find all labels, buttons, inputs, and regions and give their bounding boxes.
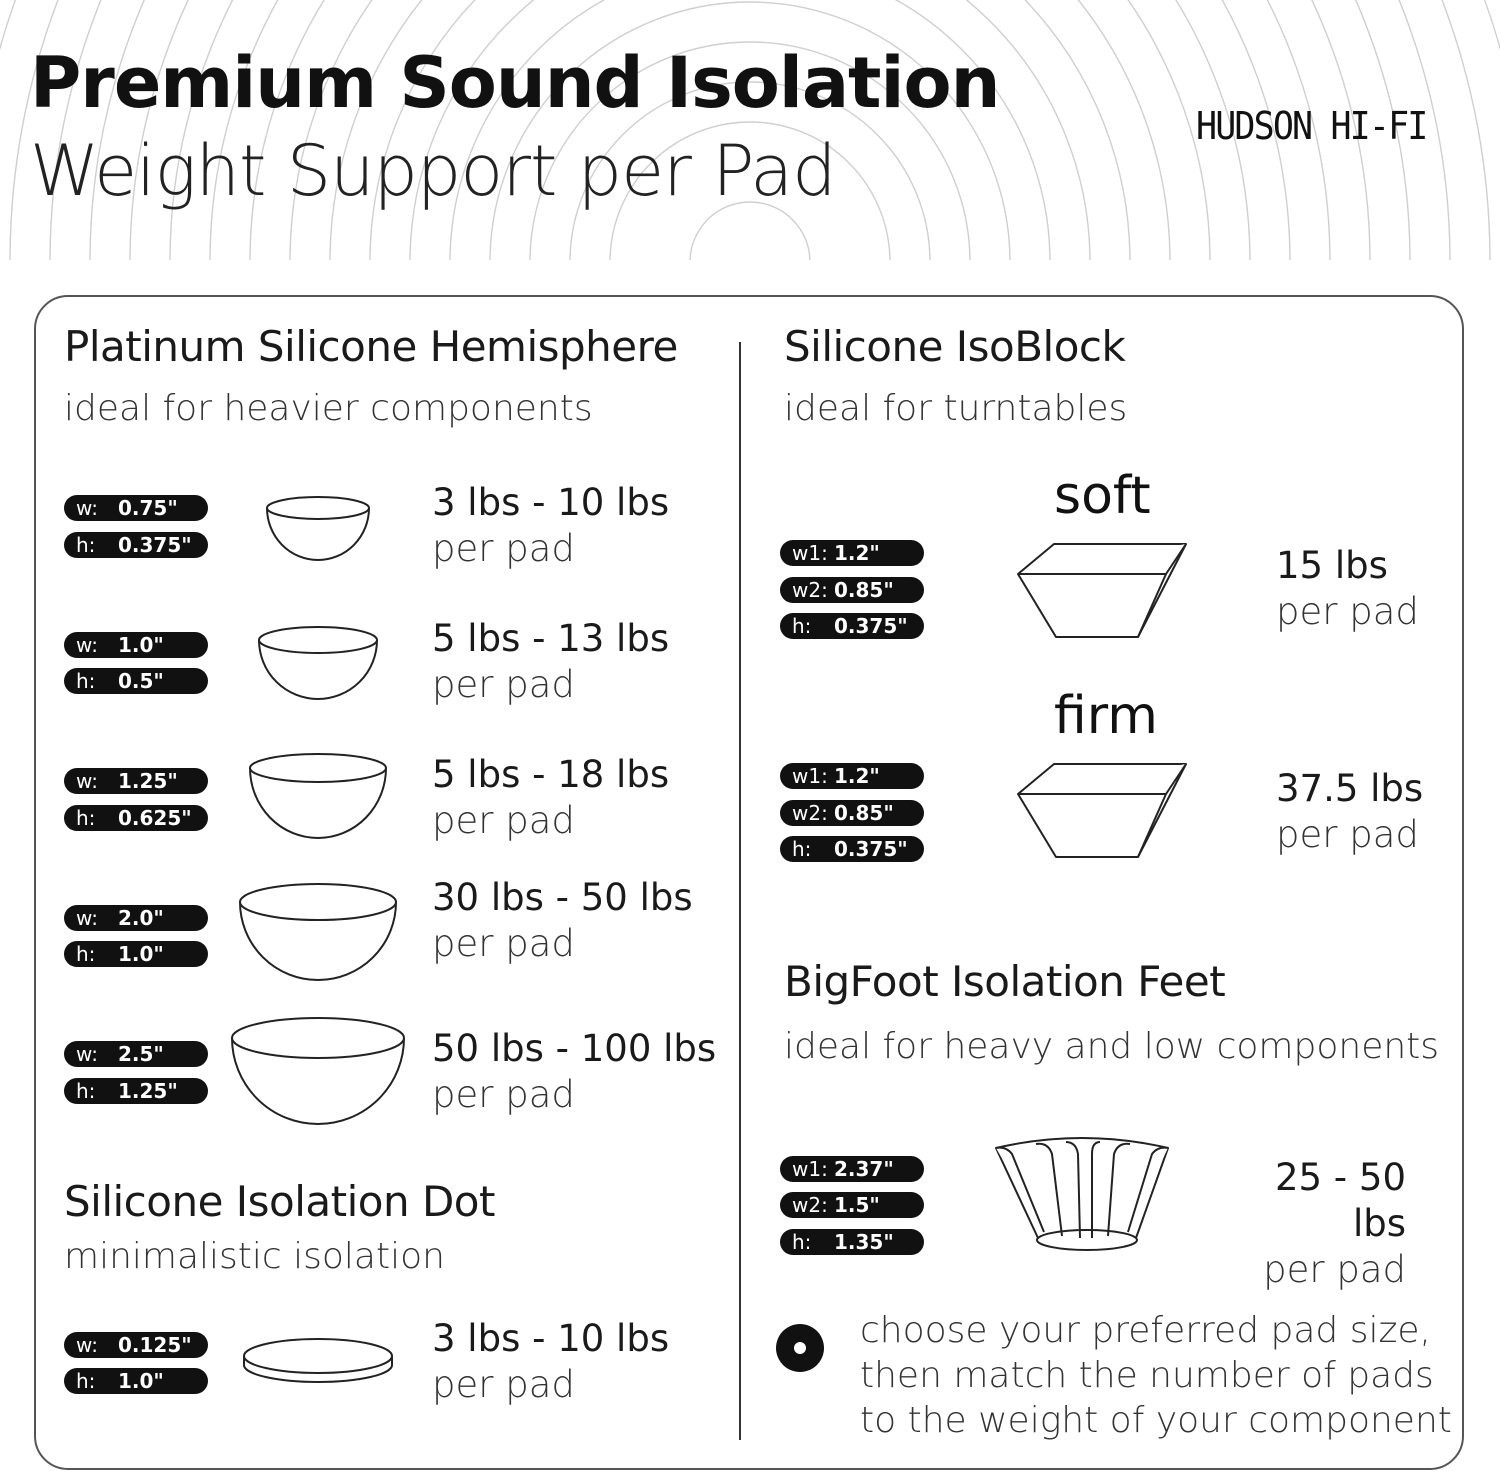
hemisphere-subtitle: ideal for heavier components [64, 388, 593, 429]
dimension-height-badge: h:1.35" [780, 1229, 924, 1255]
vinyl-record-icon [776, 1324, 824, 1372]
dimension-height-badge: h:0.375" [64, 532, 208, 558]
dimension-height-badge: h:0.625" [64, 805, 208, 831]
dimension-width-badge: w:2.0" [64, 905, 208, 931]
dimension-w1-badge: w1:1.2" [780, 763, 924, 789]
sizing-note: choose your preferred pad size, then mat… [860, 1310, 1452, 1441]
dimension-width-badge: w:1.25" [64, 768, 208, 794]
dimension-w2-badge: w2:0.85" [780, 800, 924, 826]
bigfoot-title: BigFoot Isolation Feet [784, 957, 1226, 1006]
page-subtitle: Weight Support per Pad [30, 130, 837, 212]
dimension-w2-badge: w2:0.85" [780, 577, 924, 603]
record-groove-background [0, 0, 1500, 260]
dimension-w1-badge: w1:2.37" [780, 1156, 924, 1182]
brand-logo: HUDSON HI-FI [1196, 104, 1428, 148]
firm-label: firm [1054, 686, 1158, 746]
dimension-width-badge: w:1.0" [64, 632, 208, 658]
dimension-w2-badge: w2:1.5" [780, 1192, 924, 1218]
dot-title: Silicone Isolation Dot [64, 1177, 495, 1226]
dimension-height-badge: h:1.25" [64, 1078, 208, 1104]
dimension-height-badge: h:0.5" [64, 668, 208, 694]
page-title: Premium Sound Isolation [30, 42, 1000, 124]
hemisphere-medium-icon [258, 626, 378, 700]
hemisphere-xlarge-icon [239, 883, 397, 981]
dimension-width-badge: w:0.75" [64, 495, 208, 521]
dimension-height-badge: h:0.375" [780, 836, 924, 862]
isoblock-firm-icon [1017, 763, 1187, 858]
isoblock-soft-icon [1017, 543, 1187, 638]
hemisphere-large-icon [249, 753, 387, 839]
bigfoot-feet-icon [995, 1137, 1169, 1251]
hemisphere-small-icon [266, 496, 370, 561]
isoblock-subtitle: ideal for turntables [784, 388, 1128, 429]
isolation-dot-icon [243, 1338, 393, 1383]
hemisphere-xxlarge-icon [231, 1017, 405, 1125]
soft-label: soft [1054, 466, 1151, 526]
dimension-height-badge: h:0.375" [780, 613, 924, 639]
dimension-width-badge: w:2.5" [64, 1041, 208, 1067]
isoblock-title: Silicone IsoBlock [784, 322, 1126, 371]
product-panel [34, 295, 1464, 1470]
column-divider [739, 342, 741, 1440]
bigfoot-subtitle: ideal for heavy and low components [784, 1026, 1440, 1067]
dimension-height-badge: h:1.0" [64, 1368, 208, 1394]
hemisphere-title: Platinum Silicone Hemisphere [64, 322, 678, 371]
dimension-width-badge: w:0.125" [64, 1332, 208, 1358]
dimension-height-badge: h:1.0" [64, 941, 208, 967]
dot-subtitle: minimalistic isolation [64, 1236, 445, 1277]
dimension-w1-badge: w1:1.2" [780, 540, 924, 566]
